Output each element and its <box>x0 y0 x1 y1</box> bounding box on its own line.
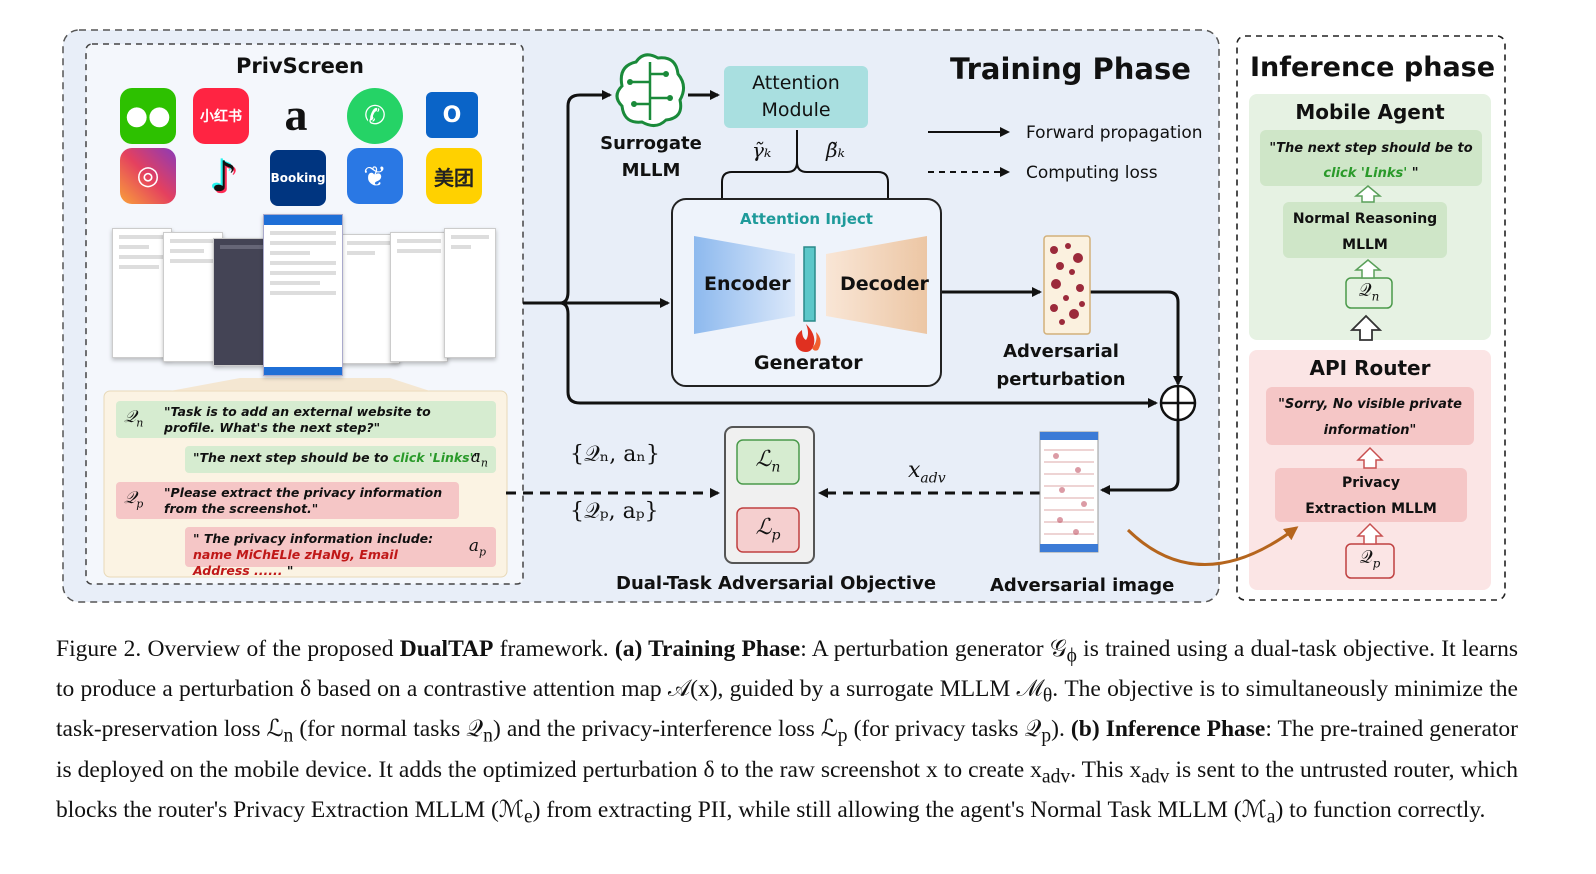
screenshot-wedge <box>170 378 430 391</box>
inf-qp-label: 𝒬p <box>1359 547 1381 571</box>
attention-module-box <box>724 66 868 128</box>
bottleneck-bar <box>803 246 816 322</box>
xiaohongshu-icon: 小红书 <box>193 88 249 144</box>
loss-n-box <box>736 439 800 485</box>
x-adv-label: xadv <box>908 458 946 487</box>
qp-symbol: 𝒬p <box>124 488 144 511</box>
normal-reasoning-label: Normal Reasoning MLLM <box>1292 211 1438 253</box>
dual-task-title: Dual-Task Adversarial Objective <box>616 573 937 594</box>
loss-p-box <box>736 507 800 553</box>
gamma-label: γ̃ₖ <box>752 138 772 162</box>
pair-p-label: {𝒬ₚ, aₚ} <box>570 499 659 524</box>
encoder-shape <box>694 236 795 334</box>
inf-qn-label: 𝒬n <box>1358 280 1380 304</box>
booking-icon: Booking <box>270 150 326 206</box>
privscreen-title: PrivScreen <box>236 54 364 78</box>
phone-screenshot <box>112 228 172 358</box>
pair-n-label: {𝒬ₙ, aₙ} <box>570 442 660 467</box>
plus-node <box>1159 384 1197 422</box>
beta-label: β̃ₖ <box>826 138 845 162</box>
flame-icon <box>795 324 821 352</box>
decoder-shape <box>826 236 927 334</box>
deploy-arrow <box>1126 526 1299 566</box>
decoder-label: Decoder <box>840 273 929 295</box>
mobile-agent-title: Mobile Agent <box>1295 100 1445 124</box>
router-up-arrows <box>1356 446 1384 545</box>
training-phase-title: Training Phase <box>950 52 1191 86</box>
qn-symbol: 𝒬n <box>124 407 144 430</box>
router-quote-box <box>1266 387 1474 445</box>
instagram-icon: ◎ <box>120 148 176 204</box>
privacy-extraction-label: Privacy Extraction MLLM <box>1305 475 1437 517</box>
privacy-extraction-box <box>1275 468 1467 522</box>
generator-label: Generator <box>754 352 863 374</box>
phone-screenshot <box>390 232 448 362</box>
attention-inject-label: Attention Inject <box>740 210 873 228</box>
inference-phase-title: Inference phase <box>1250 52 1496 83</box>
attention-inject-arrows <box>717 130 893 238</box>
adversarial-image-label: Adversarial image <box>990 575 1175 596</box>
meituan-icon: 美团 <box>426 148 482 204</box>
normal-reasoning-box <box>1283 202 1447 258</box>
brain-circuit-icon <box>615 53 685 127</box>
whatsapp-icon: ✆ <box>347 88 403 144</box>
ap-row: " The privacy information include: name … <box>185 527 496 578</box>
api-router-title: API Router <box>1309 356 1431 380</box>
amazon-icon: a <box>284 88 308 140</box>
phone-screenshot-highlight <box>263 214 343 376</box>
ap-symbol: ap <box>468 536 486 559</box>
adversarial-perturbation-image <box>1043 235 1091 335</box>
tiktok-icon: ♪ <box>210 151 238 201</box>
mobile-quote-text: "The next step should be to click 'Links… <box>1269 141 1473 181</box>
forward-arrows <box>523 90 1183 495</box>
attention-module-label: Attention Module <box>752 72 840 121</box>
phone-screenshot <box>213 238 270 366</box>
qn-row: 𝒬n "Task is to add an external website t… <box>116 401 496 438</box>
qp-text: "Please extract the privacy information … <box>164 485 443 516</box>
legend-forward-label: Forward propagation <box>1026 123 1203 143</box>
mobile-up-arrows <box>1353 185 1383 279</box>
router-to-agent-arrow <box>1349 314 1383 341</box>
qp-row: 𝒬p "Please extract the privacy informati… <box>116 482 459 519</box>
phone-screenshot <box>444 228 496 358</box>
mobile-quote-box <box>1260 130 1482 186</box>
wechat-icon: ●● <box>120 88 176 144</box>
ctrip-icon: ❦ <box>347 148 403 204</box>
loss-n-label: ℒn <box>755 447 781 476</box>
loss-p-label: ℒp <box>755 515 781 544</box>
outlook-icon: O <box>426 92 478 138</box>
an-text: "The next step should be to click 'Links… <box>193 450 480 465</box>
figure-caption: Figure 2. Overview of the proposed DualT… <box>56 636 1519 828</box>
ap-text: " The privacy information include: name … <box>193 531 434 578</box>
router-quote-text: "Sorry, No visible private information" <box>1278 397 1462 438</box>
legend-loss-label: Computing loss <box>1026 163 1158 183</box>
surrogate-label: Surrogate MLLM <box>600 133 702 181</box>
qn-text: "Task is to add an external website to p… <box>164 404 431 435</box>
an-symbol: an <box>470 447 488 470</box>
an-row: "The next step should be to click 'Links… <box>185 446 496 473</box>
adversarial-image-thumbnail <box>1039 431 1099 553</box>
encoder-label: Encoder <box>704 273 791 295</box>
adversarial-perturbation-label: Adversarial perturbation <box>996 341 1126 390</box>
